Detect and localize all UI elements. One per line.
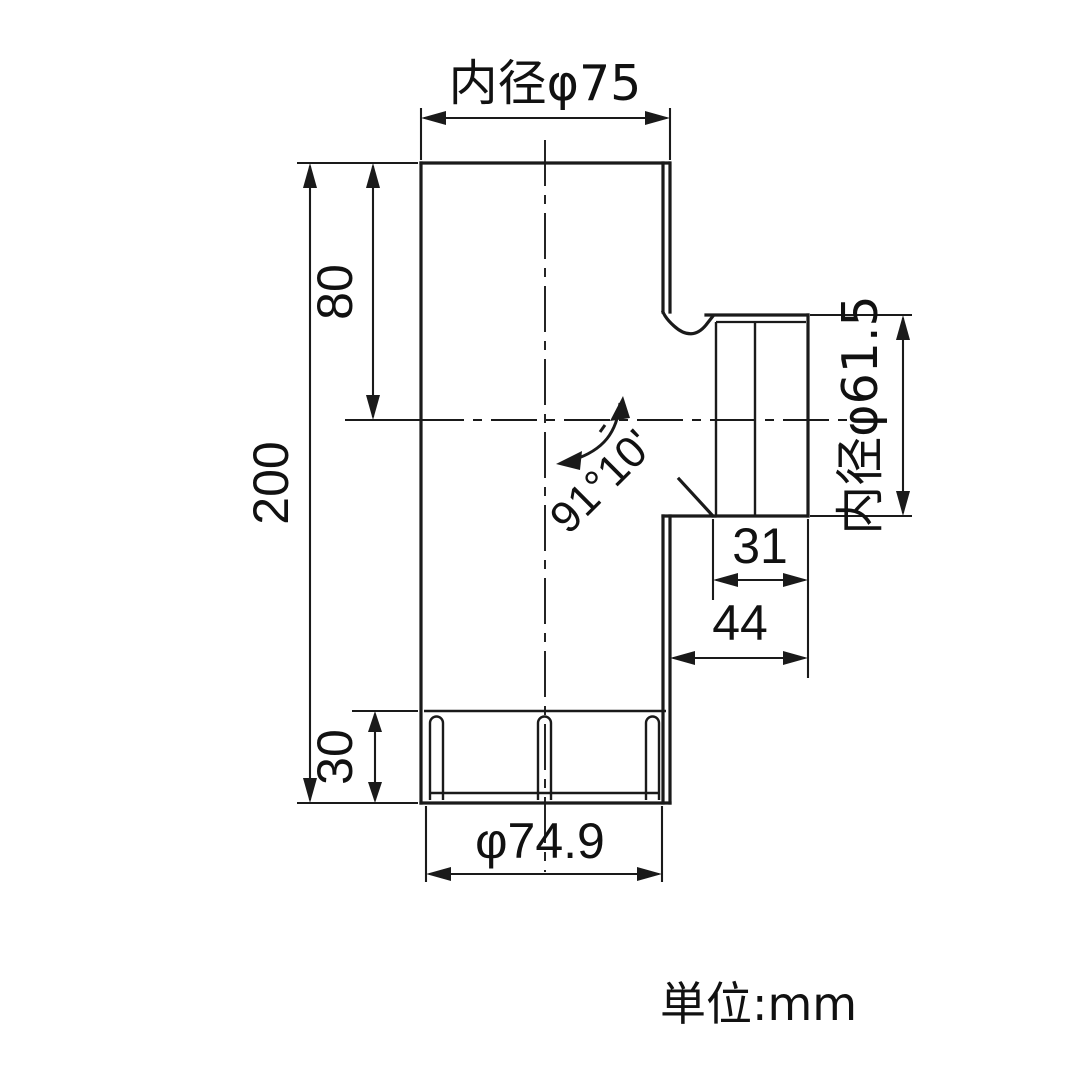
arrow-31-left [713,573,738,587]
arrow-bottom-left [426,867,451,881]
branch-outlet [660,309,810,518]
angle-leader [598,424,607,433]
dim-label-branch-inner-length: 31 [732,518,788,574]
dimension-branch-bore: 内径φ61.5 [810,295,912,535]
angle-arrow-lower [556,451,582,470]
dimension-branch-outer-length: 44 [668,519,808,668]
branch-upper-fillet [660,309,716,336]
arrow-30-bottom [368,782,382,803]
arrow-top-right [645,111,670,125]
dim-label-branch-angle: 91°10' [541,421,663,543]
dim-label-branch-bore: 内径φ61.5 [832,295,889,534]
centerlines [345,140,880,872]
dim-label-upper-height: 80 [307,264,363,320]
socket-rib-center [536,715,553,800]
dim-label-socket-depth: 30 [307,729,363,785]
unit-note: 単位:mm [660,977,857,1031]
dimension-branch-inner-length: 31 [711,518,810,678]
arrow-44-left [670,651,695,665]
arrow-branch-bore-top [896,315,910,340]
arrow-31-right [783,573,808,587]
angle-arrow-upper [610,396,630,421]
arrow-200-bottom [303,778,317,803]
arrow-80-top [366,163,380,188]
arrow-branch-bore-bottom [896,491,910,516]
dimension-branch-angle: 91°10' [541,396,663,543]
branch-lower-transition [661,476,717,518]
arrow-80-bottom [366,395,380,420]
arrow-bottom-right [637,867,662,881]
dimension-bottom-outer: φ74.9 [424,806,664,882]
dimension-upper-height: 80 [307,161,418,422]
arrow-200-top [303,163,317,188]
arrow-30-top [368,711,382,732]
dim-label-total-height: 200 [243,441,299,524]
arrow-44-right [783,651,808,665]
dimension-top-bore: 内径φ75 [419,55,672,160]
dim-label-branch-outer-length: 44 [712,595,768,651]
dimension-socket-depth: 30 [307,709,418,805]
dim-label-top-bore: 内径φ75 [449,55,642,112]
arrow-top-left [421,111,446,125]
socket-rib-left [428,715,445,800]
socket-rib-right [644,715,661,800]
dim-label-bottom-outer: φ74.9 [475,813,605,869]
dimension-total-height: 200 [243,161,418,805]
